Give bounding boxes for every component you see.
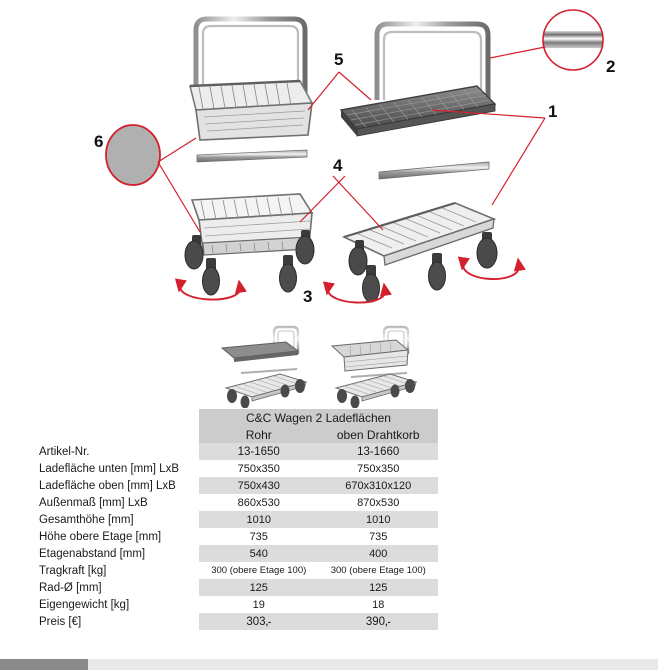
table-row-eigengewicht: Eigengewicht [kg] 19 18	[38, 596, 438, 613]
swivel-arrow-left	[174, 278, 247, 301]
group-header-spacer	[38, 409, 199, 426]
thumbnail-cart-tube-variant	[212, 320, 312, 408]
row-value-col2: 300 (obere Etage 100)	[318, 562, 438, 579]
caster-left-front	[202, 258, 220, 296]
scrollbar-thumb[interactable]	[0, 659, 88, 670]
price-value: 303	[246, 615, 266, 628]
specification-table: C&C Wagen 2 Ladeflächen Rohr oben Drahtk…	[38, 409, 438, 630]
row-label: Ladefläche unten [mm] LxB	[38, 460, 199, 477]
row-label: Tragkraft [kg]	[38, 562, 199, 579]
row-label: Etagenabstand [mm]	[38, 545, 199, 562]
row-value-col2: 735	[318, 528, 438, 545]
table-row-ladeflaeche-unten: Ladefläche unten [mm] LxB 750x350 750x35…	[38, 460, 438, 477]
row-label: Höhe obere Etage [mm]	[38, 528, 199, 545]
callout-label-3: 3	[303, 287, 313, 306]
row-value-col2: 670x310x120	[318, 477, 438, 494]
row-label: Ladefläche oben [mm] LxB	[38, 477, 199, 494]
caster-right-front	[279, 255, 297, 293]
product-thumbnails	[0, 315, 658, 410]
table-group-header-row: C&C Wagen 2 Ladeflächen	[38, 409, 438, 426]
row-value-col2: 1010	[318, 511, 438, 528]
row-value-col1: 125	[199, 579, 319, 596]
caster-r-right-rear	[476, 232, 498, 269]
table-row-aussenmass: Außenmaß [mm] LxB 860x530 870x530	[38, 494, 438, 511]
callout-label-2: 2	[606, 57, 616, 76]
caster-r-left-rear	[348, 240, 368, 276]
product-illustration: 1 2 3 4 5 6	[0, 0, 658, 315]
row-value-col1: 860x530	[199, 494, 319, 511]
cart-left-wire-basket	[174, 16, 315, 301]
price-suffix: ,-	[385, 616, 391, 627]
callout-label-4: 4	[333, 156, 343, 175]
row-value-col1: 750x350	[199, 460, 319, 477]
table-row-artikel-nr: Artikel-Nr. 13-1650 13-1660	[38, 443, 438, 460]
row-value-col2: 18	[318, 596, 438, 613]
table-row-tragkraft: Tragkraft [kg] 300 (obere Etage 100) 300…	[38, 562, 438, 579]
row-value-col2: 13-1660	[318, 443, 438, 460]
row-label: Artikel-Nr.	[38, 443, 199, 460]
callout-label-1: 1	[548, 102, 558, 121]
row-value-col2: 390,-	[318, 613, 438, 630]
row-label: Gesamthöhe [mm]	[38, 511, 199, 528]
caster-r-right-front	[428, 253, 446, 291]
caster-left-rear	[184, 235, 204, 270]
illustration-svg	[105, 9, 604, 304]
column-header-rohr: Rohr	[199, 426, 319, 443]
row-value-col2: 125	[318, 579, 438, 596]
lower-tube-platform	[341, 201, 497, 266]
table-row-ladeflaeche-oben: Ladefläche oben [mm] LxB 750x430 670x310…	[38, 477, 438, 494]
caster-right-rear	[295, 230, 315, 265]
detail-bubble-tube	[542, 9, 604, 71]
row-value-col2: 750x350	[318, 460, 438, 477]
row-value-col1: 1010	[199, 511, 319, 528]
row-value-col1: 13-1650	[199, 443, 319, 460]
column-header-spacer	[38, 426, 199, 443]
table-row-gesamthoehe: Gesamthöhe [mm] 1010 1010	[38, 511, 438, 528]
table-column-header-row: Rohr oben Drahtkorb	[38, 426, 438, 443]
upper-wire-basket	[188, 79, 314, 141]
price-suffix: ,-	[265, 616, 272, 627]
callout-label-6: 6	[94, 132, 104, 151]
row-label: Rad-Ø [mm]	[38, 579, 199, 596]
row-value-col1: 303,-	[199, 613, 319, 630]
row-label: Preis [€]	[38, 613, 199, 630]
row-value-col1: 300 (obere Etage 100)	[199, 562, 319, 579]
table-row-rad-durchmesser: Rad-Ø [mm] 125 125	[38, 579, 438, 596]
row-label: Eigengewicht [kg]	[38, 596, 199, 613]
callout-label-5: 5	[334, 50, 344, 69]
column-header-drahtkorb: oben Drahtkorb	[318, 426, 438, 443]
swivel-arrow-right-rear	[457, 256, 526, 280]
horizontal-scrollbar[interactable]	[0, 659, 658, 670]
row-value-col1: 735	[199, 528, 319, 545]
row-value-col1: 19	[199, 596, 319, 613]
row-value-col2: 400	[318, 545, 438, 562]
row-value-col2: 870x530	[318, 494, 438, 511]
thumbnail-cart-wire-basket-variant	[322, 320, 422, 408]
table-row-etagenabstand: Etagenabstand [mm] 540 400	[38, 545, 438, 562]
cart-right-tube-deck	[322, 21, 526, 304]
table-row-hoehe-obere-etage: Höhe obere Etage [mm] 735 735	[38, 528, 438, 545]
group-header-title: C&C Wagen 2 Ladeflächen	[199, 409, 438, 426]
swivel-arrow-right-front	[322, 281, 392, 304]
detail-bubble-gray	[105, 124, 161, 186]
price-value: 390	[365, 615, 386, 628]
row-value-col1: 750x430	[199, 477, 319, 494]
lower-wire-basket	[190, 193, 314, 256]
row-value-col1: 540	[199, 545, 319, 562]
row-label: Außenmaß [mm] LxB	[38, 494, 199, 511]
table-row-preis: Preis [€] 303,- 390,-	[38, 613, 438, 630]
callout-leader-lines	[157, 46, 546, 233]
